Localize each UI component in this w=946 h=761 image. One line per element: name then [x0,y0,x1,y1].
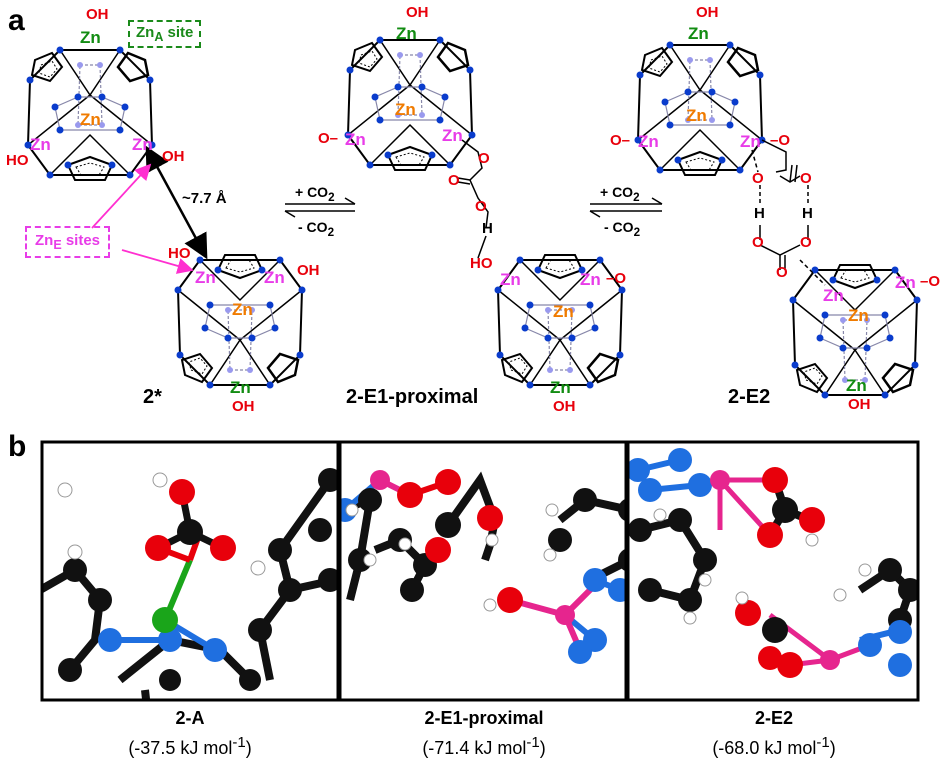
zn-a-label: Zn [396,24,417,43]
oh-label: OH [553,398,576,415]
zn-e-label: Zn [264,268,285,287]
zn-a-label: Zn [230,378,251,397]
o-label: O [478,150,490,167]
zna-site-callout: ZnA site [128,20,202,48]
dash-o-label: –O [920,273,941,290]
caption-energy-2-e1-proximal: (-71.4 kJ mol-1) [422,734,546,758]
o-label: O [752,234,764,251]
panel-a-label: a [8,4,25,37]
dash-o-label: –O [770,132,791,149]
panel-b-label: b [8,430,27,463]
zn-e-label: Zn [132,135,153,154]
zn-e-label: Zn [442,126,463,145]
zn-e-label: Zn [895,273,916,292]
zn-e-label: Zn [638,132,659,151]
compound-label-e2: 2-E2 [728,386,771,408]
zn-core-label: Zn [395,100,416,119]
zn-core-label: Zn [232,300,253,319]
oh-label: OH [848,396,871,413]
o-label: O [800,170,812,187]
equilibrium-arrows-2 [589,197,663,218]
model-2-a [42,468,338,700]
bicarbonate-e1-bonds [457,139,489,259]
h-label: H [482,220,493,237]
zn-e-label: Zn [580,270,601,289]
eq2-reverse-label: - CO2 [604,219,641,239]
zn-e-label: Zn [195,268,216,287]
ho-label: HO [470,255,493,272]
equilibrium-arrows-1 [284,197,356,218]
ho-label: HO [168,245,191,262]
distance-arrow [145,145,208,260]
eq2-forward-label: + CO2 [600,184,640,204]
o-dash-label: O– [318,130,339,147]
o-label: O [475,198,487,215]
frame-2-e2 [626,440,920,702]
eq1-forward-label: + CO2 [295,184,335,204]
zn-e-label: Zn [500,270,521,289]
model-strip [40,440,920,702]
caption-energy-2-e2: (-68.0 kJ mol-1) [712,734,836,758]
zne-pointer-lower [121,249,194,274]
model-2-e2 [628,448,918,678]
distance-label: ~7.7 Å [182,190,227,207]
zn-a-label: Zn [80,28,101,47]
zn-core-label: Zn [848,306,869,325]
zn-core-label: Zn [686,106,707,125]
model-2-e1-proximal [340,469,626,664]
caption-title-2-e2: 2-E2 [754,708,794,728]
eq1-reverse-label: - CO2 [298,219,335,239]
compound-label-e1-proximal: 2-E1-proximal [346,386,479,408]
oh-label: OH [297,262,320,279]
oh-label: OH [696,4,719,21]
carbonate-e2-bonds [751,139,826,286]
zn-e-label: Zn [30,135,51,154]
frame-2-a [40,440,340,702]
zn-core-label: Zn [80,110,101,129]
o-label: O [752,170,764,187]
o-label: O [800,234,812,251]
compound-label-2star: 2* [143,386,162,408]
o-label: O [776,264,788,281]
zn-a-label: Zn [846,376,867,395]
zne-sites-callout: ZnE sites [25,226,111,258]
zn-e-label: Zn [823,286,844,305]
oh-label: OH [162,148,185,165]
o-dash-label: O– [610,132,631,149]
frame-2-e1-proximal [338,440,628,702]
caption-title-2-a: 2-A [175,708,205,728]
zn-a-label: Zn [550,378,571,397]
zn-e-label: Zn [345,130,366,149]
zne-pointer-upper [91,163,152,229]
caption-energy-2-a: (-37.5 kJ mol-1) [128,734,252,758]
scheme-diagram [23,35,922,400]
caption-title-2-e1-proximal: 2-E1-proximal [424,708,544,728]
zn-e-label: Zn [740,132,761,151]
zn-a-label: Zn [688,24,709,43]
oh-label: OH [232,398,255,415]
o-label: O [448,172,460,189]
zn-core-label: Zn [553,302,574,321]
oh-label: OH [406,4,429,21]
dash-o-label: –O [606,270,627,287]
h-label: H [754,205,765,222]
h-label: H [802,205,813,222]
oh-label: OH [86,6,109,23]
ho-label: HO [6,152,29,169]
